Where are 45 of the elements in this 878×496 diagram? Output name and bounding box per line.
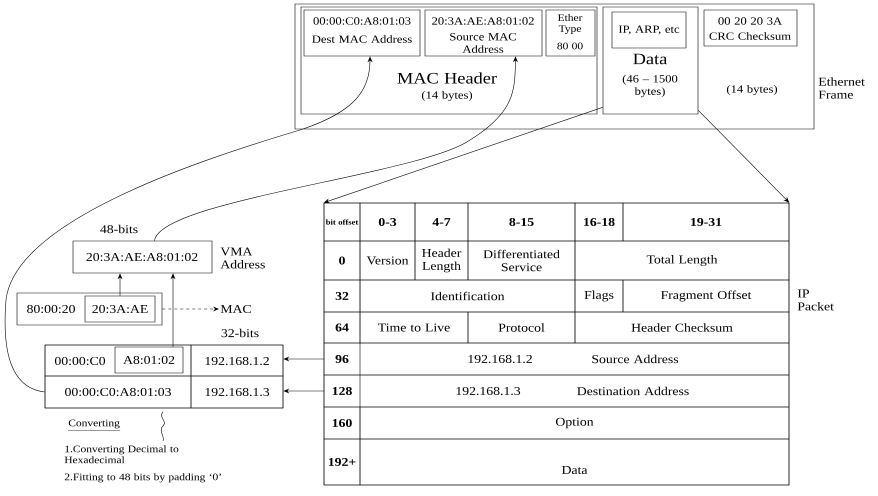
side-label: 48-bits: [100, 224, 138, 234]
highlight-box: A8:01:02: [114, 346, 184, 374]
table-cell: Header Length: [414, 240, 468, 280]
table-cell: 160: [324, 406, 360, 440]
section-heading: Converting: [68, 420, 120, 431]
field-box: Ether Type 80 00: [546, 10, 596, 56]
table-cell: 19-31: [622, 202, 790, 242]
table-cell: Header Checksum: [574, 312, 790, 344]
side-label: (14 bytes): [726, 85, 778, 95]
field-box: IP, ARP, etc: [612, 12, 686, 48]
table-cell: Time to Live: [360, 312, 468, 344]
side-label: VMA Address: [220, 248, 265, 268]
note-text: 1.Converting Decimal to Hexadecimal: [64, 445, 178, 464]
table-cell: 192.168.1.2: [190, 344, 284, 376]
table-cell: Fragment Offset: [622, 280, 790, 312]
highlight-box: 20:3A:AE: [84, 296, 156, 322]
table-cell: 192.168.1.3: [190, 376, 284, 408]
table-cell: 00:00:C0:A8:01:03: [44, 376, 192, 408]
field-box: 00 20 20 3A CRC Checksum: [704, 10, 798, 46]
table-cell: 0-3: [360, 202, 416, 242]
table-cell: Protocol: [468, 312, 576, 344]
node-label: IP Packet: [798, 290, 834, 310]
table-cell: Identification: [360, 280, 576, 312]
table-row: 96 192.168.1.2 Source Address: [324, 342, 790, 376]
node-label: Ethernet Frame: [818, 77, 865, 99]
table-cell: 192+: [324, 438, 360, 486]
table-cell: Option: [360, 406, 790, 440]
table-cell: Total Length: [574, 240, 790, 280]
field-box: 20:3A:AE:A8:01:02 Source MAC Address: [424, 10, 542, 56]
table-cell: 16-18: [574, 202, 624, 242]
table-cell: 8-15: [468, 202, 576, 242]
table-cell: 0: [324, 240, 360, 280]
table-cell: Version: [360, 240, 416, 280]
table-cell: 32: [324, 280, 360, 312]
note-text: 2.Fitting to 48 bits by padding ‘0’: [64, 473, 221, 482]
address-box: 20:3A:AE:A8:01:02: [72, 240, 212, 274]
table-cell: 64: [324, 312, 360, 344]
table-cell: 4-7: [414, 202, 468, 242]
field-box: 00:00:C0:A8:01:03 Dest MAC Address: [304, 10, 420, 56]
table-cell: Differentiated Service: [468, 240, 576, 280]
table-cell: Flags: [574, 280, 624, 312]
table-row: 128 192.168.1.3 Destination Address: [324, 374, 790, 408]
table-cell: Data: [360, 438, 790, 486]
side-label: 32-bits: [222, 328, 259, 338]
annotation-text: MAC: [220, 304, 251, 313]
